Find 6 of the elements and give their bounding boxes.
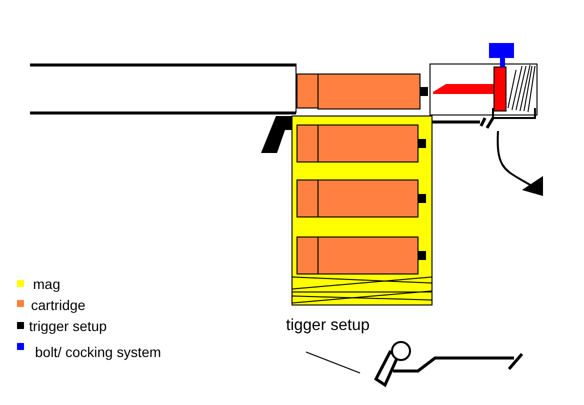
legend-label: trigger setup xyxy=(29,318,107,334)
leader-line xyxy=(306,352,360,374)
legend-label: mag xyxy=(33,276,60,292)
callout-label: tigger setup xyxy=(286,317,396,337)
legend-label: bolt/ cocking system xyxy=(35,344,162,360)
legend-label: cartridge xyxy=(31,297,86,313)
